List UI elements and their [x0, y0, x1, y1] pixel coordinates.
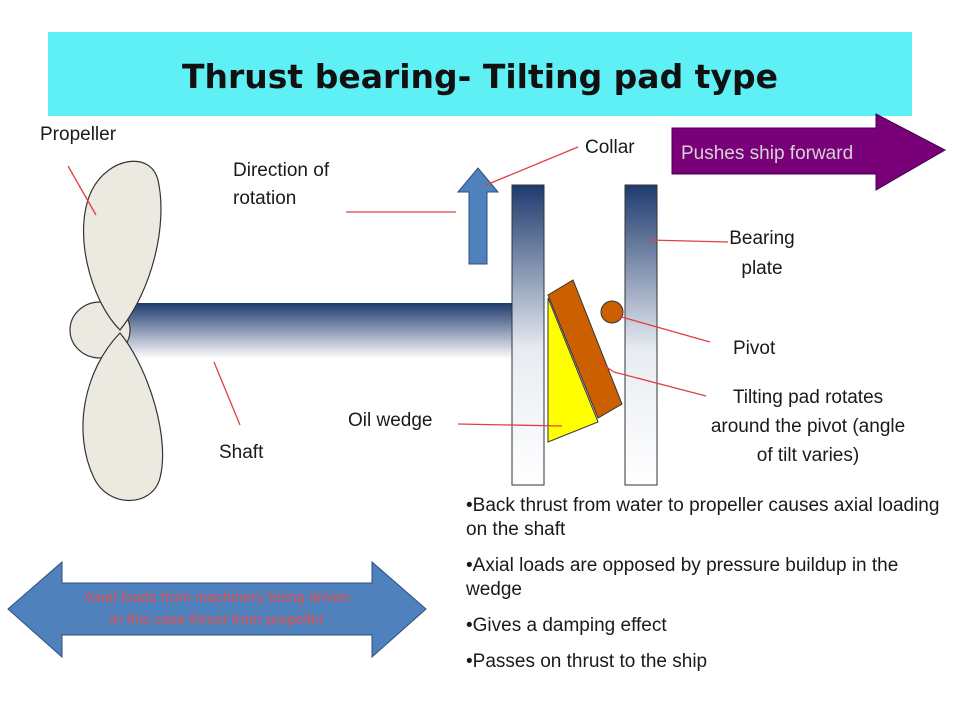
shaft-pointer — [213, 361, 241, 426]
bullet-item: Axial loads are opposed by pressure buil… — [466, 554, 956, 602]
oil-wedge-label: Oil wedge — [348, 410, 433, 431]
shaft — [118, 303, 516, 359]
direction-label-line2: rotation — [233, 188, 296, 209]
bullet-list: Back thrust from water to propeller caus… — [466, 494, 956, 686]
bearing-label-line2: plate — [741, 258, 782, 279]
direction-label-line1: Direction of — [233, 160, 330, 181]
tilting-label-line3: of tilt varies) — [757, 445, 859, 466]
load-arrow — [7, 560, 427, 659]
propeller-label: Propeller — [40, 124, 117, 145]
bearing-plate — [624, 184, 658, 486]
rotation-arrow — [456, 167, 500, 265]
propeller-upper-blade — [82, 160, 162, 331]
collar-label: Collar — [585, 137, 635, 158]
propeller-lower-blade — [82, 332, 164, 501]
bearing-label-line1: Bearing — [729, 228, 795, 249]
pointer-lines — [67, 146, 729, 427]
tilting-label-line2: around the pivot (angle — [711, 416, 905, 437]
propeller-pointer — [67, 165, 97, 216]
bullet-item: Gives a damping effect — [466, 614, 956, 638]
collar-pointer — [485, 146, 579, 186]
title-band — [48, 32, 912, 116]
pivot-label: Pivot — [733, 338, 776, 359]
shaft-label: Shaft — [219, 442, 264, 463]
bullet-item: Passes on thrust to the ship — [466, 650, 956, 674]
pivot — [600, 300, 624, 324]
tilting-pointer — [613, 371, 707, 397]
tilting-pointer-tail — [595, 359, 615, 373]
bullet-item: Back thrust from water to propeller caus… — [466, 494, 956, 542]
load-arrow-text-line2: In this case thrust from propeller — [110, 611, 324, 628]
tilting-pad — [547, 279, 623, 419]
forward-arrow — [671, 113, 947, 191]
tilting-label-line1: Tilting pad rotates — [733, 387, 883, 408]
collar — [511, 184, 545, 486]
load-arrow-text-line1: Axial loads from machinery being driven — [84, 589, 350, 606]
propeller — [69, 160, 164, 501]
oil-wedge — [547, 297, 599, 443]
page-title: Thrust bearing- Tilting pad type — [182, 57, 778, 96]
forward-arrow-text: Pushes ship forward — [681, 143, 853, 164]
bearing-pointer — [647, 239, 729, 243]
pivot-pointer — [617, 315, 711, 343]
oil-wedge-pointer — [457, 423, 563, 427]
